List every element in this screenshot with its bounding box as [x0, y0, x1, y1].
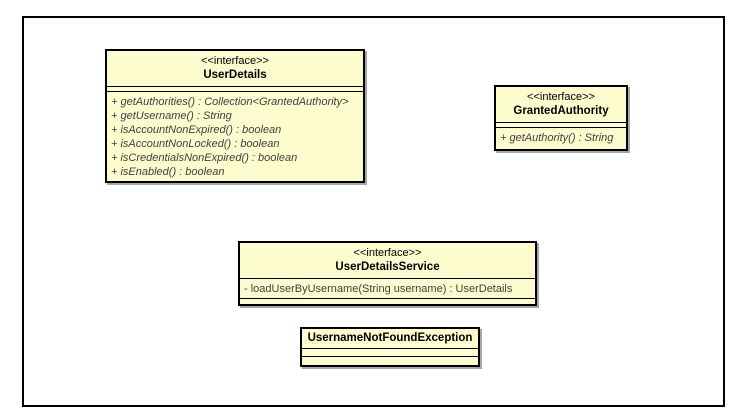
member-line: + isAccountNonLocked() : boolean: [111, 138, 280, 150]
methods-compartment-empty: [240, 298, 535, 304]
member-line: + isAccountNonExpired() : boolean: [111, 124, 282, 136]
class-header: <<interface>> UserDetails: [107, 51, 363, 86]
class-name: UserDetails: [203, 69, 267, 81]
methods-compartment-empty: [302, 356, 478, 365]
class-stereotype: <<interface>>: [353, 247, 422, 259]
attributes-compartment-empty: [496, 122, 626, 127]
class-name: UsernameNotFoundException: [307, 332, 473, 344]
operations-compartment: - loadUserByUsername(String username) : …: [240, 278, 535, 298]
class-stereotype: <<interface>>: [201, 55, 269, 67]
class-header: UsernameNotFoundException: [302, 329, 478, 348]
member-line: + isEnabled() : boolean: [111, 166, 225, 178]
member-line: - loadUserByUsername(String username) : …: [244, 283, 513, 295]
member-line: + getAuthorities() : Collection<GrantedA…: [111, 96, 349, 108]
class-name: UserDetailsService: [335, 261, 440, 273]
class-box-userdetails: <<interface>> UserDetails + getAuthoriti…: [105, 49, 365, 183]
member-line: + getUsername() : String: [111, 110, 232, 122]
class-header: <<interface>> UserDetailsService: [240, 243, 535, 278]
class-box-userdetailsservice: <<interface>> UserDetailsService - loadU…: [238, 241, 537, 306]
member-line: + isCredentialsNonExpired() : boolean: [111, 152, 298, 164]
attributes-compartment-empty: [107, 86, 363, 91]
methods-compartment: + getAuthorities() : Collection<GrantedA…: [107, 91, 363, 181]
member-line: + getAuthority() : String: [500, 132, 614, 144]
class-stereotype: <<interface>>: [527, 91, 595, 103]
class-box-grantedauthority: <<interface>> GrantedAuthority + getAuth…: [494, 85, 628, 151]
class-header: <<interface>> GrantedAuthority: [496, 87, 626, 122]
methods-compartment: + getAuthority() : String: [496, 127, 626, 149]
attributes-compartment-empty: [302, 348, 478, 356]
class-name: GrantedAuthority: [513, 105, 609, 117]
class-box-usernamenotfoundexception: UsernameNotFoundException: [300, 327, 480, 367]
